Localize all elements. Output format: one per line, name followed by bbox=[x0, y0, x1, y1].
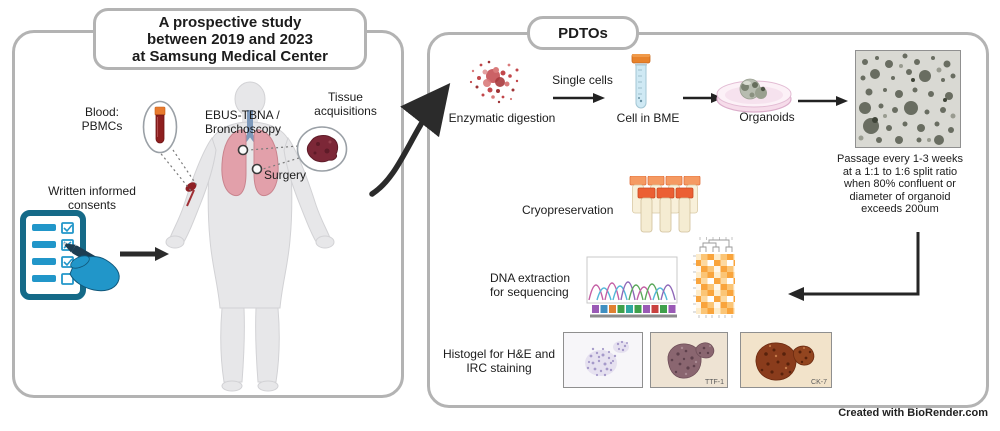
ebus-label: EBUS-TBNA / Bronchoscopy bbox=[205, 108, 282, 136]
consent-arrow-icon bbox=[120, 247, 169, 261]
ttf1-label: TTF-1 bbox=[705, 379, 724, 386]
feedback-elbow-arrow-icon bbox=[788, 232, 920, 301]
sequencing-chromatogram-icon bbox=[586, 256, 678, 318]
ck7-stain-image: CK-7 bbox=[740, 332, 832, 388]
cell-in-bme-label: Cell in BME bbox=[616, 111, 680, 125]
ebus-node bbox=[237, 144, 249, 156]
blood-label: Blood: PBMCs bbox=[81, 105, 123, 133]
ttf1-stain-image: TTF-1 bbox=[650, 332, 728, 388]
study-title: A prospective study between 2019 and 202… bbox=[93, 8, 367, 70]
consent-label: Written informed consents bbox=[48, 184, 136, 212]
cell-cluster-icon bbox=[469, 60, 519, 104]
panel-link-arrow-icon bbox=[369, 83, 451, 197]
bme-tube-icon bbox=[631, 54, 651, 109]
arrow-to-microscopy-icon bbox=[798, 96, 848, 106]
blood-tube-icon bbox=[142, 100, 178, 154]
organoids-label: Organoids bbox=[739, 110, 795, 124]
human-body-illustration bbox=[165, 81, 335, 392]
organoid-dish-icon bbox=[716, 78, 792, 113]
tissue-label: Tissue acquisitions bbox=[314, 90, 377, 118]
passage-note: Passage every 1-3 weeks at a 1:1 to 1:6 … bbox=[837, 153, 963, 215]
dna-extraction-label: DNA extraction for sequencing bbox=[490, 271, 571, 299]
ck7-label: CK-7 bbox=[811, 379, 827, 386]
cryopreservation-label: Cryopreservation bbox=[522, 203, 614, 217]
histogel-label: Histogel for H&E and IRC staining bbox=[442, 347, 556, 375]
cryovials-icon bbox=[629, 176, 701, 233]
surgery-node bbox=[251, 163, 263, 175]
consent-clipboard-icon bbox=[20, 210, 120, 300]
surgery-label: Surgery bbox=[264, 168, 307, 182]
pdto-title: PDTOs bbox=[527, 16, 639, 50]
arrow-single-cells-icon bbox=[553, 93, 605, 103]
enzymatic-digestion-label: Enzymatic digestion bbox=[448, 111, 556, 125]
organoid-microscopy-image bbox=[855, 50, 961, 148]
he-stain-image bbox=[563, 332, 643, 388]
tissue-sample-icon bbox=[296, 126, 348, 172]
expression-heatmap-icon bbox=[693, 237, 735, 318]
biorender-credit: Created with BioRender.com bbox=[838, 407, 988, 419]
dashed-connectors bbox=[157, 144, 300, 193]
single-cells-label: Single cells bbox=[552, 73, 613, 87]
